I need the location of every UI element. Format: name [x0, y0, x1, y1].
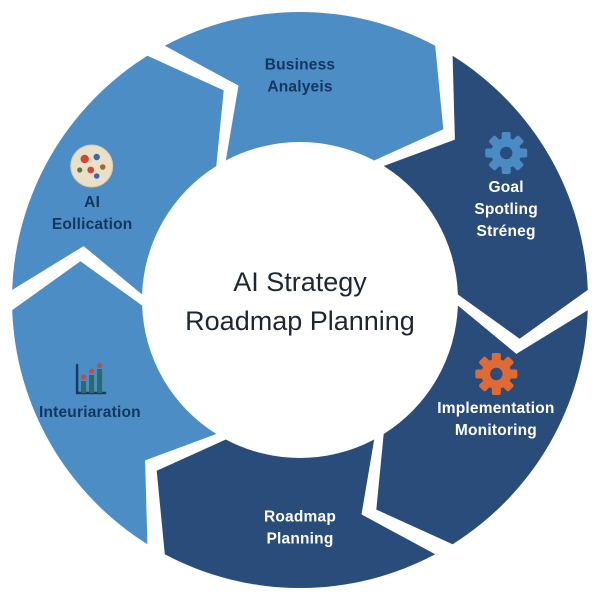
- segment-ai-education-arrow: [12, 55, 224, 295]
- segment-goal-spotting-strategy-arrow: [383, 55, 588, 339]
- diagram-title-line1: AI Strategy: [233, 267, 367, 297]
- diagram-title-line2: Roadmap Planning: [185, 306, 415, 336]
- segment-business-analysis-arrow: [164, 11, 444, 161]
- segment-implementation-monitoring-arrow: [376, 305, 588, 545]
- segment-roadmap-planning-arrow: [156, 439, 436, 589]
- diagram-title: AI Strategy Roadmap Planning: [185, 263, 415, 341]
- segment-integration-arrow: [12, 261, 217, 545]
